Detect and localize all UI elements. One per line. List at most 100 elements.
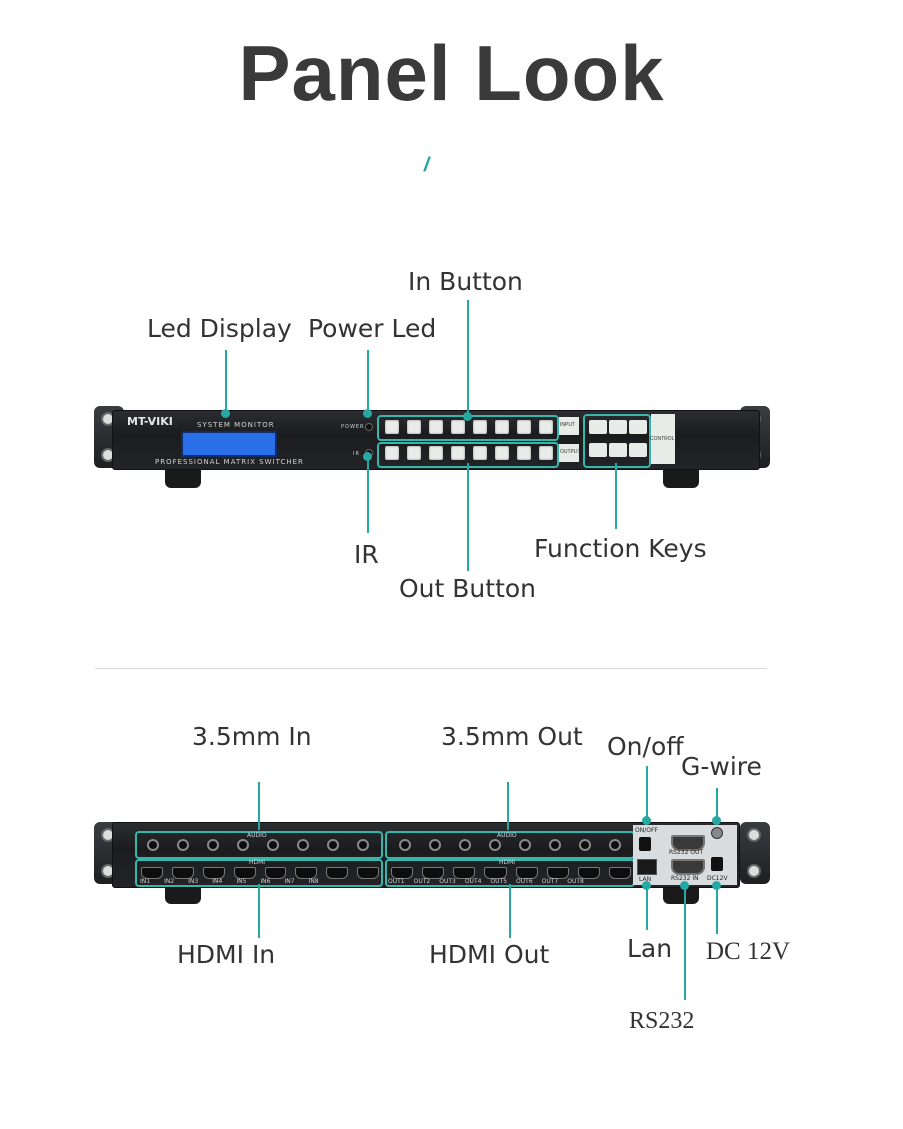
audio-in-jack-3[interactable] [207, 839, 219, 851]
in-key-4[interactable] [451, 420, 465, 434]
rear-foot-left [165, 884, 201, 904]
out-button-label: Out Button [399, 574, 537, 603]
audio-out-jacks [399, 839, 629, 851]
hdmi-out-port-6[interactable] [546, 867, 569, 879]
hdmi-in-label: HDMI In [177, 940, 276, 969]
hdmi-in-port-3[interactable] [202, 867, 225, 879]
audio-out-jack-1[interactable] [399, 839, 411, 851]
function-key-recall[interactable] [609, 443, 627, 457]
hdmi-out-port-3[interactable] [453, 867, 476, 879]
hdmi-out-port-1[interactable] [391, 867, 414, 879]
in-key-3[interactable] [429, 420, 443, 434]
audio-out-jack-3[interactable] [459, 839, 471, 851]
lan-label: Lan [627, 934, 673, 963]
rs232-out-port[interactable] [671, 835, 705, 851]
rear-foot-right [663, 884, 699, 904]
in-key-5[interactable] [473, 420, 487, 434]
hdmi-out-port-5[interactable] [515, 867, 538, 879]
on-off-label: On/off [607, 732, 684, 761]
audio-in-jack-4[interactable] [237, 839, 249, 851]
audio-in-jack-8[interactable] [357, 839, 369, 851]
function-key-off[interactable] [629, 420, 647, 434]
port-label: OUT4 [464, 878, 482, 885]
out-button-leader [467, 463, 469, 571]
function-key-enter[interactable] [629, 443, 647, 457]
out-key-5[interactable] [473, 446, 487, 460]
hdmi-out-port-7[interactable] [577, 867, 600, 879]
in-button-leader [467, 300, 469, 415]
led-display-leader [225, 350, 227, 414]
port-label: IN4 [212, 878, 223, 885]
out-key-6[interactable] [495, 446, 509, 460]
port-label: IN8 [308, 878, 319, 885]
lan-tag: LAN [639, 876, 652, 883]
function-key-menu[interactable] [589, 443, 607, 457]
ir-dot [363, 452, 372, 461]
audio-out-jack-2[interactable] [429, 839, 441, 851]
out-key-7[interactable] [517, 446, 531, 460]
audio-out-jack-5[interactable] [519, 839, 531, 851]
hdmi-in-port-5[interactable] [264, 867, 287, 879]
audio-out-jack-6[interactable] [549, 839, 561, 851]
audio-out-leader [507, 782, 509, 830]
section-divider [95, 668, 767, 669]
input-tag-plate [559, 417, 579, 435]
brand-logo: MT-VIKI [127, 415, 173, 428]
power-led [365, 423, 373, 431]
audio-in-group [135, 831, 383, 859]
lcd-header: SYSTEM MONITOR [197, 421, 275, 429]
hdmi-in-port-2[interactable] [171, 867, 194, 879]
audio-in-jack-1[interactable] [147, 839, 159, 851]
in-button-label: In Button [408, 267, 523, 296]
rear-panel-diagram: 3.5mm In 3.5mm Out On/off G-wire HDMI In… [0, 680, 903, 1120]
lan-leader [646, 886, 648, 930]
power-switch[interactable] [639, 837, 651, 851]
in-key-1[interactable] [385, 420, 399, 434]
in-key-6[interactable] [495, 420, 509, 434]
audio-in-jack-5[interactable] [267, 839, 279, 851]
audio-out-jack-7[interactable] [579, 839, 591, 851]
g-wire-label: G-wire [681, 752, 762, 781]
audio-in-jack-7[interactable] [327, 839, 339, 851]
in-key-2[interactable] [407, 420, 421, 434]
hdmi-out-label: HDMI Out [429, 940, 550, 969]
front-chassis: MT-VIKI SYSTEM MONITOR PROFESSIONAL MATR… [112, 410, 760, 470]
audio-in-jack-6[interactable] [297, 839, 309, 851]
out-key-3[interactable] [429, 446, 443, 460]
function-key-all[interactable] [589, 420, 607, 434]
audio-in-label: 3.5mm In [192, 722, 312, 751]
ground-screw[interactable] [711, 827, 723, 839]
lan-port[interactable] [637, 859, 657, 875]
audio-out-jack-8[interactable] [609, 839, 621, 851]
hdmi-in-port-8[interactable] [357, 867, 379, 879]
audio-in-tag: AUDIO [247, 832, 267, 839]
function-key-save[interactable] [609, 420, 627, 434]
port-label: IN3 [188, 878, 199, 885]
function-keys-label: Function Keys [534, 534, 707, 563]
rear-rack-ear-right [740, 822, 770, 884]
hdmi-in-port-4[interactable] [233, 867, 256, 879]
hdmi-in-port-7[interactable] [326, 867, 349, 879]
dc-jack[interactable] [711, 857, 723, 871]
hdmi-out-port-4[interactable] [484, 867, 507, 879]
hdmi-out-port-8[interactable] [608, 867, 631, 879]
audio-in-jack-2[interactable] [177, 839, 189, 851]
hdmi-in-port-6[interactable] [295, 867, 318, 879]
audio-out-jack-4[interactable] [489, 839, 501, 851]
out-key-1[interactable] [385, 446, 399, 460]
in-key-7[interactable] [517, 420, 531, 434]
hdmi-in-port-1[interactable] [141, 867, 163, 879]
out-key-2[interactable] [407, 446, 421, 460]
g-wire-dot [712, 816, 721, 825]
hdmi-out-port-2[interactable] [422, 867, 445, 879]
audio-out-tag: AUDIO [497, 832, 517, 839]
audio-in-leader [258, 782, 260, 830]
out-key-4[interactable] [451, 446, 465, 460]
audio-out-label: 3.5mm Out [441, 722, 583, 751]
out-key-8[interactable] [539, 446, 553, 460]
rs232-dot [680, 881, 689, 890]
rs232-in-port[interactable] [671, 859, 705, 875]
in-key-8[interactable] [539, 420, 553, 434]
on-off-leader [646, 766, 648, 822]
rs232-out-tag: RS232 OUT [669, 849, 704, 856]
